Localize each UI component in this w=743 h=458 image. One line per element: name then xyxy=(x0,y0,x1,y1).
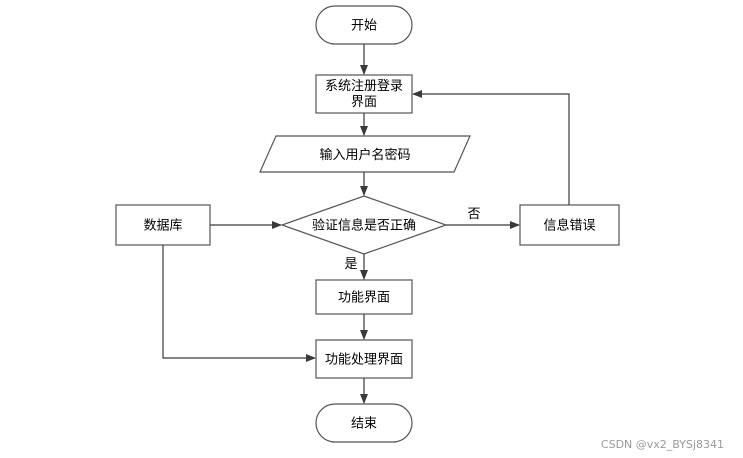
database-node: 数据库 xyxy=(115,204,211,246)
start-node: 开始 xyxy=(315,5,413,45)
register-login-node: 系统注册登录 界面 xyxy=(315,74,413,114)
input-credentials-label: 输入用户名密码 xyxy=(319,147,410,163)
error-node: 信息错误 xyxy=(519,204,620,246)
register-login-label-line1: 系统注册登录 xyxy=(325,79,403,94)
verify-decision-node: 验证信息是否正确 xyxy=(280,195,448,255)
start-label: 开始 xyxy=(351,19,377,34)
feature-page-label: 功能界面 xyxy=(338,291,390,306)
input-credentials-node: 输入用户名密码 xyxy=(259,135,471,173)
edge-database-to-process xyxy=(162,245,316,362)
csdn-watermark: CSDN @vx2_BYSj8341 xyxy=(601,438,724,451)
end-label: 结束 xyxy=(351,417,377,432)
register-login-label-line2: 界面 xyxy=(351,95,377,110)
error-label: 信息错误 xyxy=(543,218,595,234)
no-edge-label: 否 xyxy=(467,207,480,222)
end-node: 结束 xyxy=(315,403,413,443)
verify-label: 验证信息是否正确 xyxy=(312,218,416,234)
database-label: 数据库 xyxy=(143,218,182,234)
feature-process-label: 功能处理界面 xyxy=(325,353,403,368)
feature-page-node: 功能界面 xyxy=(315,279,413,315)
edge-error-to-register xyxy=(412,90,570,205)
feature-process-node: 功能处理界面 xyxy=(315,339,413,379)
yes-edge-label: 是 xyxy=(344,257,357,272)
